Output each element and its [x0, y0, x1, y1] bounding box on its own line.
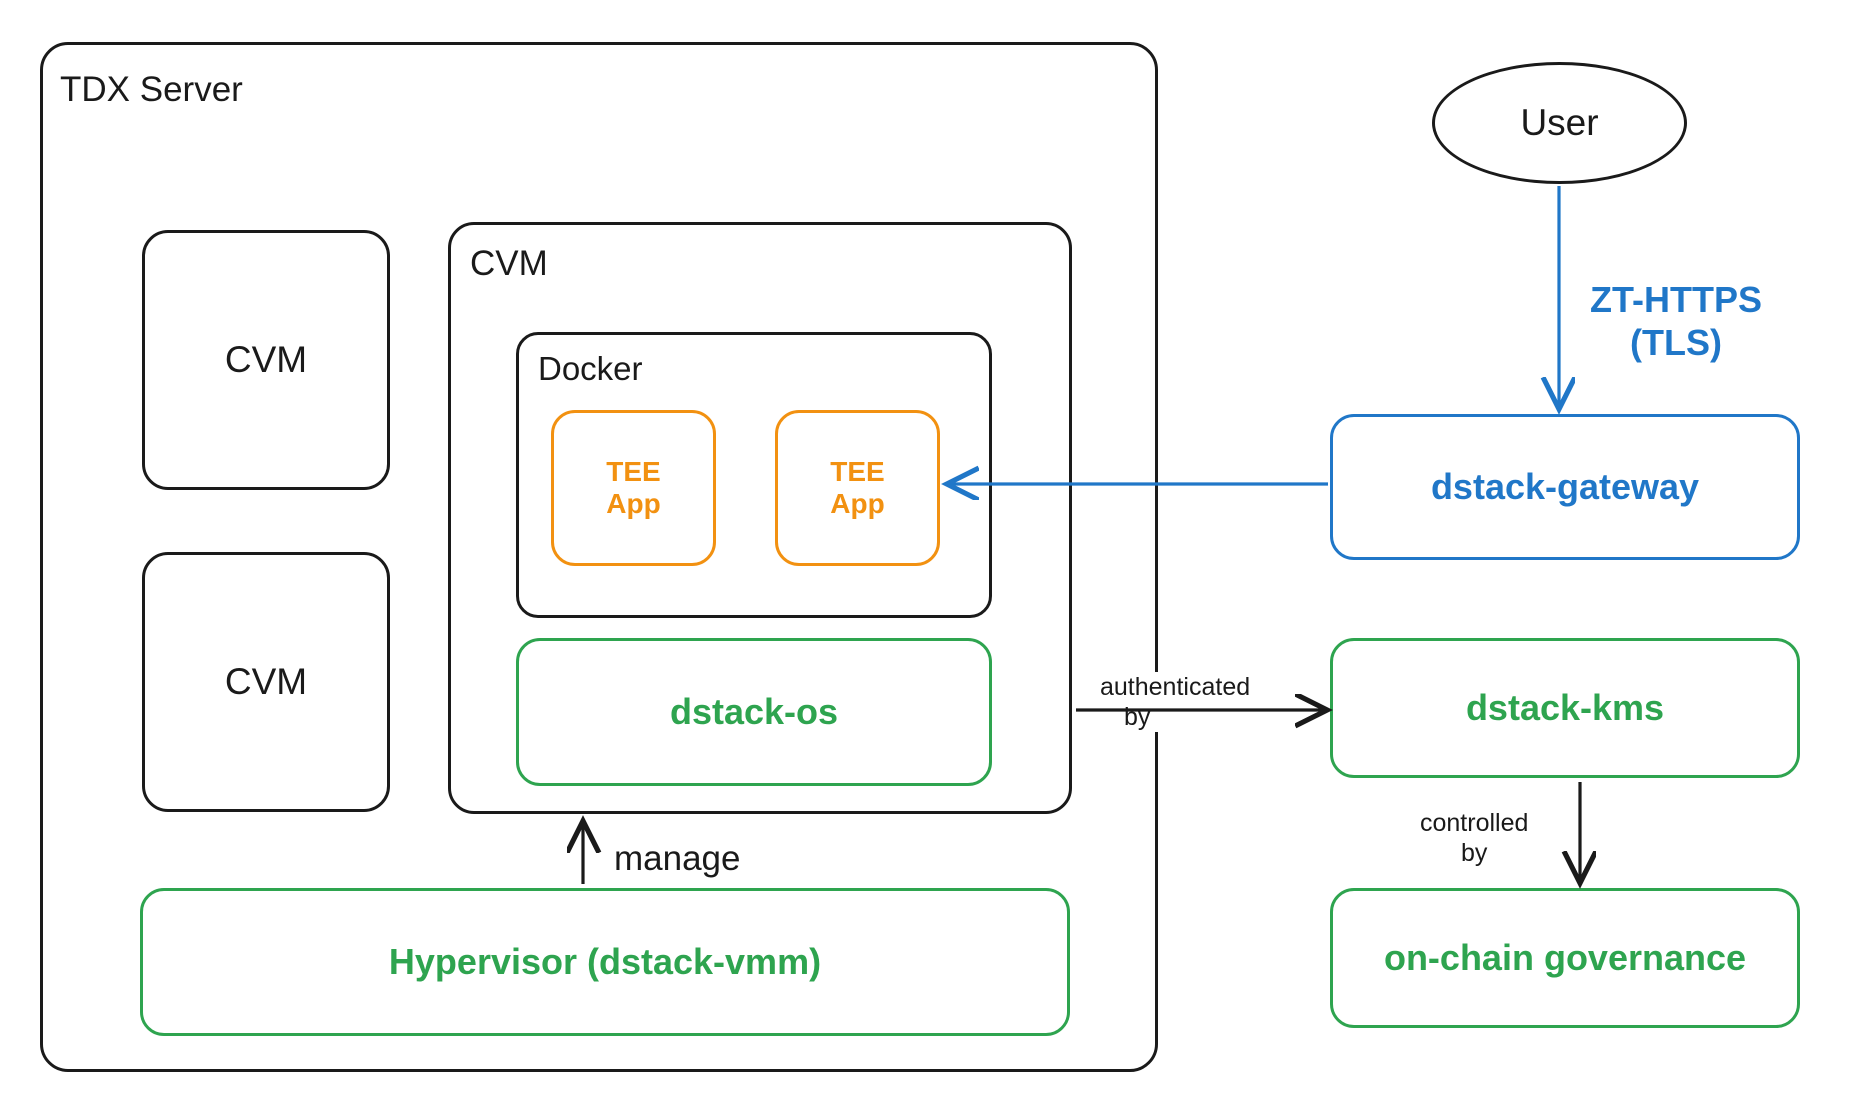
user-node: User — [1432, 62, 1687, 184]
authenticated-by-edge-label: authenticated by — [1098, 672, 1253, 732]
dstack-gateway-box: dstack-gateway — [1330, 414, 1800, 560]
dstack-kms-box: dstack-kms — [1330, 638, 1800, 778]
cvm-main-title: CVM — [470, 244, 548, 283]
docker-container — [516, 332, 992, 618]
manage-edge-label: manage — [612, 838, 743, 880]
controlled-by-edge-label: controlled by — [1418, 808, 1531, 868]
controlled-by-edge-label-line2: by — [1461, 839, 1488, 867]
zt-https-edge-label-line1: ZT-HTTPS — [1590, 279, 1762, 320]
dstack-os-box: dstack-os — [516, 638, 992, 786]
zt-https-edge-label: ZT-HTTPS (TLS) — [1588, 278, 1764, 364]
controlled-by-edge-label-line1: controlled — [1420, 809, 1529, 837]
zt-https-edge-label-line2: (TLS) — [1630, 322, 1722, 364]
tee-app-1-label-line2: App — [606, 488, 661, 519]
on-chain-governance-box: on-chain governance — [1330, 888, 1800, 1028]
cvm-left-bottom-box: CVM — [142, 552, 390, 812]
tdx-server-container — [40, 42, 1158, 1072]
tee-app-1-label-line1: TEE — [606, 455, 661, 487]
cvm-left-top-box: CVM — [142, 230, 390, 490]
tdx-server-title: TDX Server — [60, 70, 243, 109]
hypervisor-box: Hypervisor (dstack-vmm) — [140, 888, 1070, 1036]
tee-app-2-label-line1: TEE — [830, 455, 885, 487]
cvm-left-top-label: CVM — [224, 338, 308, 380]
authenticated-by-edge-label-line1: authenticated — [1100, 673, 1251, 701]
on-chain-governance-label: on-chain governance — [1383, 937, 1747, 979]
tee-app-2-label-line2: App — [830, 488, 885, 519]
tee-app-1-box: TEE App — [551, 410, 716, 566]
dstack-kms-label: dstack-kms — [1465, 687, 1665, 729]
dstack-os-label: dstack-os — [669, 691, 839, 733]
user-label: User — [1520, 101, 1599, 143]
authenticated-by-edge-label-line2: by — [1124, 703, 1151, 731]
hypervisor-label: Hypervisor (dstack-vmm) — [388, 941, 822, 983]
tee-app-2-box: TEE App — [775, 410, 940, 566]
dstack-gateway-label: dstack-gateway — [1430, 466, 1700, 508]
docker-title: Docker — [538, 350, 643, 387]
cvm-left-bottom-label: CVM — [224, 660, 308, 702]
cvm-main-container — [448, 222, 1072, 814]
